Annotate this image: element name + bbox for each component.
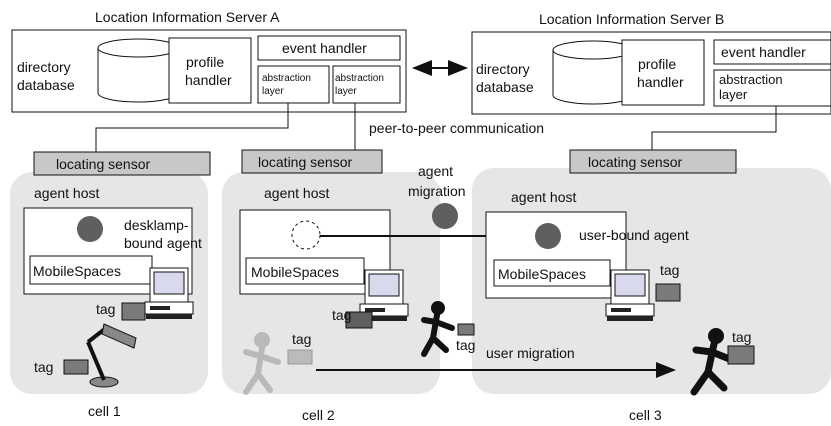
tag-cell3-computer-label: tag bbox=[660, 262, 679, 278]
tag-walking-user-label: tag bbox=[456, 337, 475, 353]
tag-cell2-user-label: tag bbox=[292, 331, 311, 347]
user-bound-agent bbox=[535, 223, 561, 249]
agent-migration-label-2: migration bbox=[408, 183, 466, 199]
agent-migration-label-1: agent bbox=[418, 163, 453, 179]
cell-3-label: cell 3 bbox=[629, 407, 662, 423]
mobilespaces-1 bbox=[29, 255, 153, 285]
server-b-abstraction-line1: abstraction bbox=[719, 72, 783, 87]
departing-user-icon bbox=[243, 332, 281, 395]
agent-host-1-label: agent host bbox=[34, 185, 99, 201]
server-a-profile-label: profile bbox=[186, 54, 224, 70]
mobilespaces-2 bbox=[245, 257, 365, 285]
departing-agent-placeholder bbox=[291, 220, 321, 250]
server-a-title: Location Information Server A bbox=[95, 9, 280, 25]
server-a-abstraction-layer-1 bbox=[257, 65, 330, 104]
server-b-handler-label: handler bbox=[637, 74, 684, 90]
cell-2-label: cell 2 bbox=[302, 407, 335, 423]
server-a-abstraction-layer-2 bbox=[332, 65, 401, 104]
locating-sensor-2 bbox=[241, 149, 383, 174]
user-migration-label: user migration bbox=[486, 345, 575, 361]
server-a-directory-label: directory bbox=[17, 59, 71, 75]
server-a-profile-handler bbox=[168, 37, 252, 104]
tag-cell2-user bbox=[287, 349, 313, 365]
server-a-abstraction-1-line1: abstraction bbox=[262, 73, 311, 84]
server-b-database-label: database bbox=[476, 79, 534, 95]
server-a-abstraction-1-line2: layer bbox=[262, 86, 284, 97]
tag-cell3-user bbox=[727, 345, 755, 365]
locating-sensor-1 bbox=[33, 151, 211, 176]
mobilespaces-1-label: MobileSpaces bbox=[33, 263, 121, 279]
computer-3-icon bbox=[605, 269, 655, 321]
desklamp-agent-label-2: bound agent bbox=[124, 235, 202, 251]
server-b-profile-label: profile bbox=[638, 56, 676, 72]
server-a-abstraction-2-line2: layer bbox=[335, 86, 357, 97]
tag-cell2-computer bbox=[345, 311, 373, 329]
server-b-event-handler-label: event handler bbox=[721, 44, 806, 60]
migrating-agent bbox=[432, 203, 458, 229]
tag-cell3-computer bbox=[655, 283, 681, 302]
tag-walking-user bbox=[457, 323, 475, 336]
desklamp-agent-label-1: desklamp- bbox=[124, 217, 189, 233]
server-b-abstraction-layer bbox=[713, 69, 831, 107]
cell-1-label: cell 1 bbox=[88, 403, 121, 419]
server-a-abstraction-2-line1: abstraction bbox=[335, 73, 384, 84]
mobilespaces-2-label: MobileSpaces bbox=[251, 264, 339, 280]
server-a-event-handler-label: event handler bbox=[282, 40, 367, 56]
server-b-abstraction-line2: layer bbox=[719, 87, 748, 102]
tag-cell1-computer-label: tag bbox=[96, 301, 115, 317]
tag-cell2-computer-label: tag bbox=[332, 307, 351, 323]
mobilespaces-3-label: MobileSpaces bbox=[498, 266, 586, 282]
peer-to-peer-label: peer-to-peer communication bbox=[369, 120, 544, 136]
locating-sensor-3-label: locating sensor bbox=[588, 154, 683, 170]
user-bound-agent-label: user-bound agent bbox=[579, 227, 689, 243]
server-a-database-label: database bbox=[17, 77, 75, 93]
server-b-profile-handler bbox=[621, 39, 705, 106]
connector-b-to-sensor-3 bbox=[651, 106, 777, 150]
agent-host-2-label: agent host bbox=[264, 185, 329, 201]
desk-lamp-icon bbox=[86, 323, 137, 388]
agent-host-3-label: agent host bbox=[511, 189, 576, 205]
tag-cell1-lamp-label: tag bbox=[34, 359, 53, 375]
computer-1-icon bbox=[144, 267, 194, 319]
locating-sensor-1-label: locating sensor bbox=[56, 156, 151, 172]
tag-cell1-computer bbox=[121, 302, 146, 321]
server-a-event-handler bbox=[257, 35, 401, 61]
server-b-directory-label: directory bbox=[476, 61, 530, 77]
tag-cell3-user-label: tag bbox=[732, 329, 751, 345]
server-b-database-icon bbox=[552, 40, 634, 105]
connector-a-to-sensor-1 bbox=[95, 103, 289, 152]
arrived-user-icon bbox=[690, 328, 736, 396]
desklamp-bound-agent bbox=[77, 216, 103, 242]
server-b-title: Location Information Server B bbox=[539, 11, 724, 27]
server-a-database-icon bbox=[97, 38, 179, 103]
locating-sensor-3 bbox=[569, 149, 737, 174]
server-b-event-handler bbox=[713, 39, 831, 65]
tag-cell1-lamp bbox=[63, 359, 89, 375]
locating-sensor-2-label: locating sensor bbox=[258, 154, 353, 170]
mobilespaces-3 bbox=[493, 259, 611, 287]
computer-2-icon bbox=[359, 269, 409, 321]
walking-user-icon bbox=[421, 301, 455, 357]
server-a-handler-label: handler bbox=[185, 72, 232, 88]
